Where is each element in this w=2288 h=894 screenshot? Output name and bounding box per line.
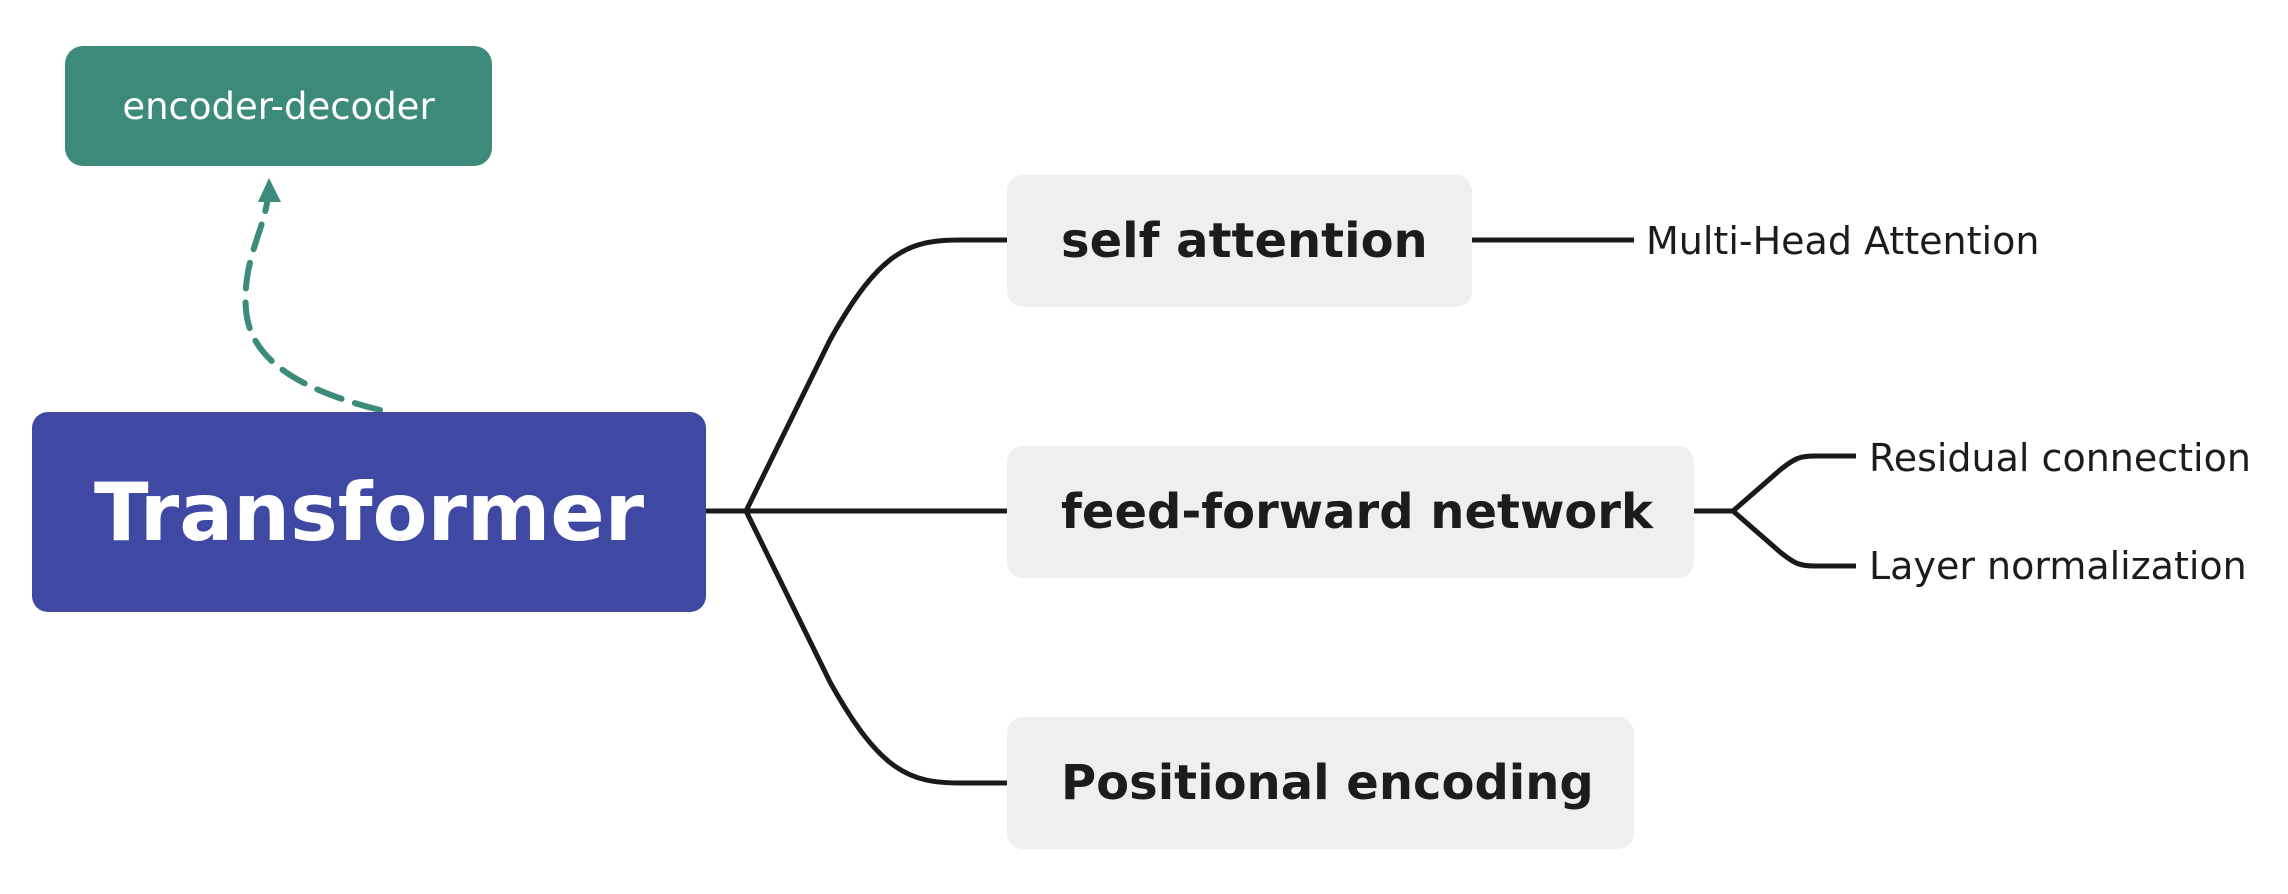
relation-link-dashed (242, 192, 383, 413)
branch-self-attention-label: self attention (1061, 213, 1428, 269)
branch-feed-forward-network-label: feed-forward network (1061, 484, 1653, 540)
leaf-residual-connection[interactable]: Residual connection (1869, 436, 2251, 480)
branch-self-attention[interactable]: self attention (1007, 175, 1472, 307)
leaf-multi-head-attention[interactable]: Multi-Head Attention (1646, 219, 2040, 263)
branch-positional-encoding[interactable]: Positional encoding (1007, 717, 1634, 849)
leaf-layer-normalization[interactable]: Layer normalization (1869, 544, 2247, 588)
connector-residual (1731, 453, 1856, 513)
connector-positional (743, 509, 1007, 786)
branch-feed-forward-network[interactable]: feed-forward network (1007, 446, 1694, 578)
branch-positional-encoding-label: Positional encoding (1061, 755, 1594, 811)
node-transformer[interactable]: Transformer (32, 412, 706, 612)
node-transformer-label: Transformer (93, 465, 645, 559)
node-encoder-decoder[interactable]: encoder-decoder (65, 46, 492, 166)
node-encoder-decoder-label: encoder-decoder (122, 84, 435, 128)
relation-arrowhead (258, 178, 281, 202)
connector-self-attention (743, 237, 1007, 513)
connector-layernorm (1731, 509, 1856, 569)
